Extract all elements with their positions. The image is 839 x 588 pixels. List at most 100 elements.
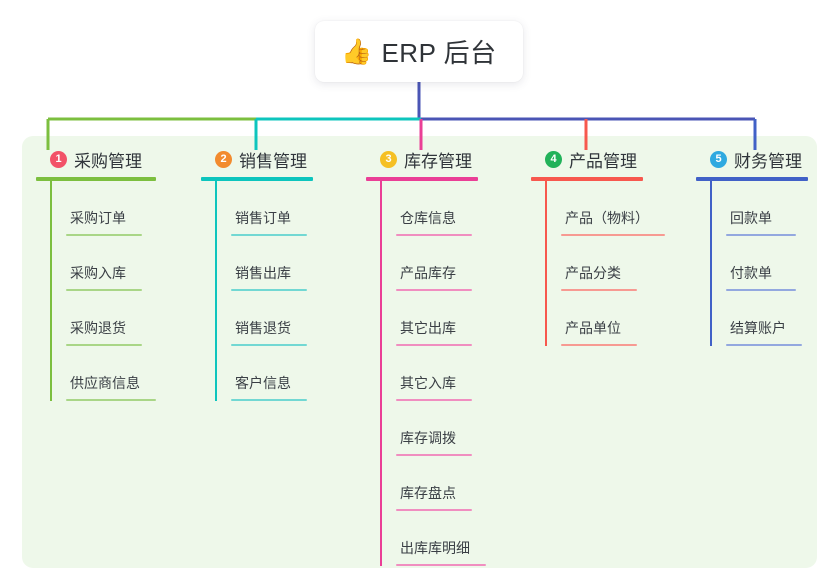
root-node[interactable]: 👍 ERP 后台 [315,21,523,82]
branch-title-4: 产品管理 [569,151,637,171]
branch-underline-5 [696,177,808,181]
branch-item[interactable]: 供应商信息 [66,346,156,401]
branch-item-underline [561,289,637,291]
branch-item-label: 产品单位 [565,320,621,336]
branch-item[interactable]: 产品分类 [561,236,643,291]
branch-item[interactable]: 库存调拨 [396,401,478,456]
branch-spine-5 [710,181,712,346]
branch-item[interactable]: 库存盘点 [396,456,478,511]
branch-item[interactable]: 客户信息 [231,346,313,401]
branch-item[interactable]: 销售退货 [231,291,313,346]
branch-spine-2 [215,181,217,401]
branch-item-underline [396,564,486,566]
branch-item-underline [66,289,142,291]
branch-item[interactable]: 付款单 [726,236,808,291]
branch-item-underline [396,234,472,236]
branch-header-4[interactable]: 4 产品管理 [531,146,643,172]
branch-item-label: 销售退货 [235,320,291,336]
branch-items-3: 仓库信息产品库存其它出库其它入库库存调拨库存盘点出库库明细 [380,181,486,566]
branch-item[interactable]: 仓库信息 [396,181,478,236]
branch-item-underline [231,234,307,236]
diagram-background-panel [22,136,817,568]
branch-underline-4 [531,177,643,181]
branch-title-3: 库存管理 [404,151,472,171]
branch-item-underline [231,344,307,346]
thumbs-up-icon: 👍 [341,37,373,66]
branch-item-underline [726,234,796,236]
branch-items-2: 销售订单销售出库销售退货客户信息 [215,181,313,401]
branch-item-underline [66,399,156,401]
branch-column-3: 3 库存管理仓库信息产品库存其它出库其它入库库存调拨库存盘点出库库明细 [366,146,486,566]
branch-item-label: 库存调拨 [400,430,456,446]
branch-column-1: 1 采购管理采购订单采购入库采购退货供应商信息 [36,146,156,401]
branch-item-underline [396,454,472,456]
branch-spine-4 [545,181,547,346]
branch-header-1[interactable]: 1 采购管理 [36,146,156,172]
branch-item[interactable]: 其它出库 [396,291,478,346]
branch-badge-3: 3 [380,150,397,168]
branch-item-label: 产品库存 [400,265,456,281]
branch-item-label: 销售出库 [235,265,291,281]
branch-item-underline [726,344,802,346]
branch-spine-1 [50,181,52,401]
branch-item[interactable]: 结算账户 [726,291,808,346]
branch-item-underline [66,234,142,236]
branch-item-label: 供应商信息 [70,375,140,391]
branch-item-label: 出库库明细 [400,540,470,556]
branch-item[interactable]: 采购入库 [66,236,156,291]
branch-column-4: 4 产品管理产品（物料） 产品分类产品单位 [531,146,665,346]
branch-item-underline [561,344,637,346]
branch-item-label: 销售订单 [235,210,291,226]
branch-item-underline [396,509,472,511]
branch-item-label: 仓库信息 [400,210,456,226]
branch-badge-1: 1 [50,150,67,168]
branch-item-underline [726,289,796,291]
branch-item-label: 其它入库 [400,375,456,391]
branch-item[interactable]: 采购退货 [66,291,156,346]
branch-item[interactable]: 回款单 [726,181,808,236]
branch-item[interactable]: 产品（物料） [561,181,665,236]
branch-underline-3 [366,177,478,181]
branch-header-3[interactable]: 3 库存管理 [366,146,478,172]
branch-items-1: 采购订单采购入库采购退货供应商信息 [50,181,156,401]
branch-item[interactable]: 采购订单 [66,181,156,236]
branch-item-underline [66,344,142,346]
branch-item-label: 采购订单 [70,210,126,226]
branch-item[interactable]: 其它入库 [396,346,478,401]
branch-underline-1 [36,177,156,181]
branch-badge-5: 5 [710,150,727,168]
branch-item-underline [561,234,665,236]
root-node-title: ERP 后台 [381,38,497,68]
branch-item-label: 回款单 [730,210,772,226]
branch-item[interactable]: 产品库存 [396,236,478,291]
branch-item-label: 付款单 [730,265,772,281]
branch-underline-2 [201,177,313,181]
branch-title-2: 销售管理 [239,151,307,171]
branch-item[interactable]: 销售订单 [231,181,313,236]
branch-items-4: 产品（物料） 产品分类产品单位 [545,181,665,346]
branch-item[interactable]: 产品单位 [561,291,643,346]
branch-item-label: 产品（物料） [565,210,649,226]
branch-item-label: 库存盘点 [400,485,456,501]
branch-item[interactable]: 销售出库 [231,236,313,291]
branch-item-underline [396,344,472,346]
branch-spine-3 [380,181,382,566]
branch-item-label: 采购入库 [70,265,126,281]
branch-item[interactable]: 出库库明细 [396,511,486,566]
branch-item-label: 采购退货 [70,320,126,336]
branch-item-underline [231,399,307,401]
branch-item-label: 客户信息 [235,375,291,391]
branch-header-2[interactable]: 2 销售管理 [201,146,313,172]
branch-item-label: 结算账户 [730,320,786,336]
branch-badge-2: 2 [215,150,232,168]
branch-item-underline [231,289,307,291]
branch-item-underline [396,289,472,291]
branch-title-1: 采购管理 [74,151,142,171]
branch-item-underline [396,399,472,401]
branch-items-5: 回款单付款单结算账户 [710,181,808,346]
branch-badge-4: 4 [545,150,562,168]
